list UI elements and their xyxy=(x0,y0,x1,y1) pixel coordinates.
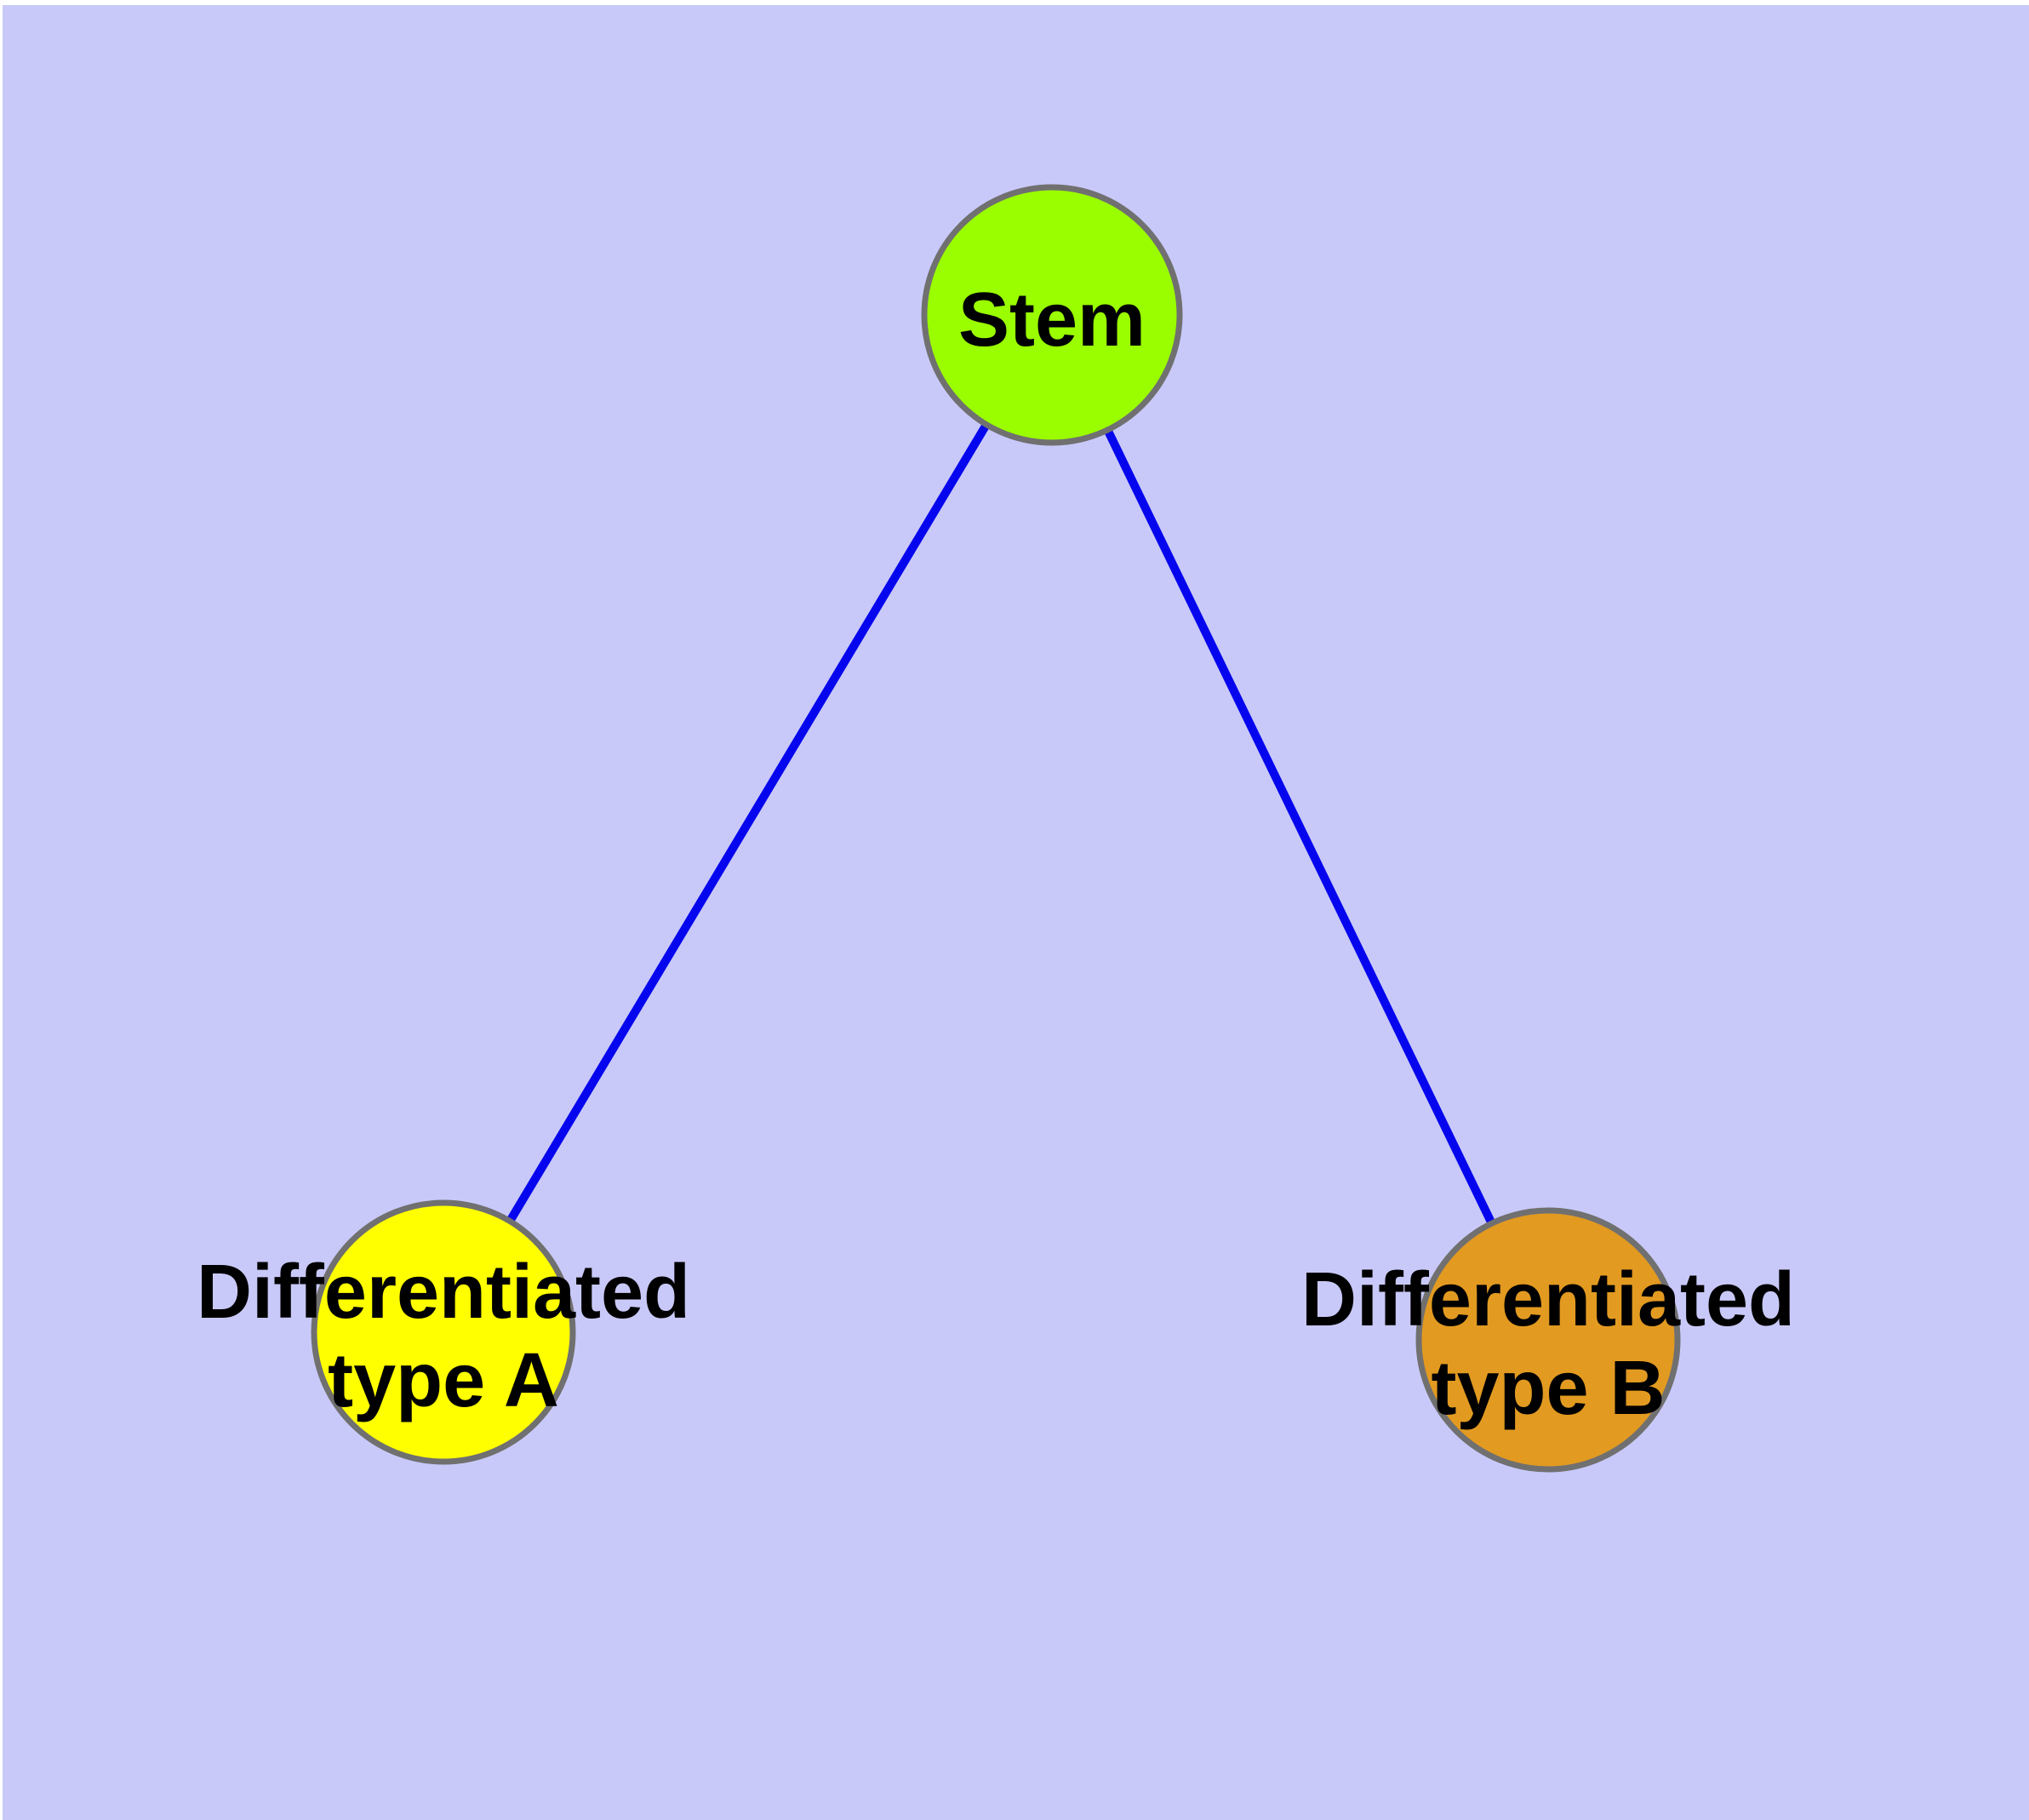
edge-stem-to-differentiated-type-b xyxy=(1048,312,1552,1342)
node-label-line: Stem xyxy=(958,278,1146,363)
node-stem[interactable]: Stem xyxy=(921,184,1183,446)
node-label-line: Differentiated xyxy=(1301,1257,1795,1342)
node-label-line: type B xyxy=(1431,1346,1665,1431)
node-label-line: type A xyxy=(328,1338,559,1423)
node-stem-label: Stem xyxy=(958,278,1146,363)
edge-stem-to-differentiated-type-a xyxy=(439,312,1056,1335)
node-differentiated-type-b-circle[interactable] xyxy=(1415,1207,1681,1473)
node-label-line: Differentiated xyxy=(197,1250,690,1335)
node-stem-circle[interactable] xyxy=(921,184,1183,446)
node-differentiated-type-a-circle[interactable] xyxy=(311,1199,576,1465)
